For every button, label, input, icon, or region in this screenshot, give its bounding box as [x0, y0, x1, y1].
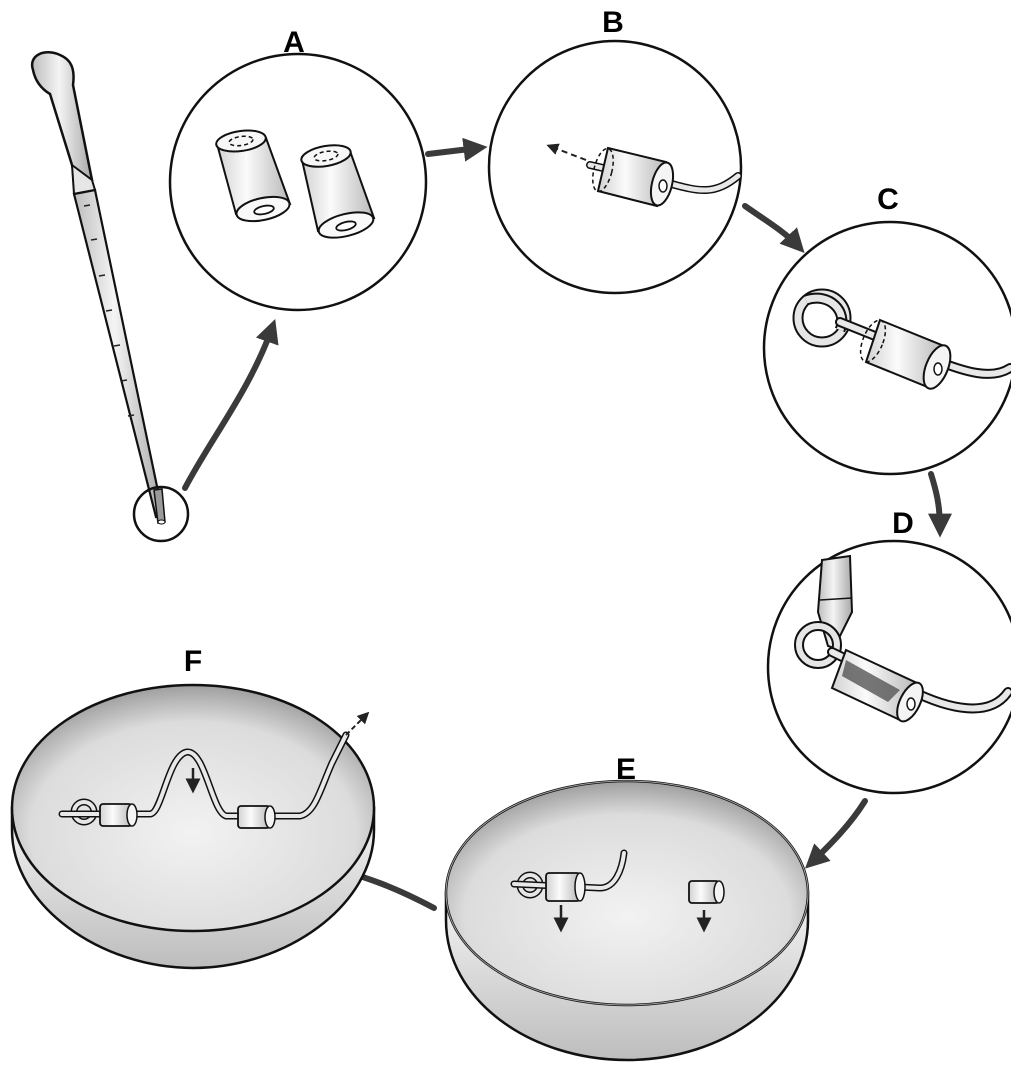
tubing-piece-left	[100, 804, 137, 826]
step-d-circle	[768, 541, 1011, 793]
step-f-label: F	[184, 645, 202, 678]
step-b: B	[489, 6, 741, 293]
pipette	[32, 52, 188, 541]
step-f: F	[12, 645, 374, 968]
pull-direction-arrow	[552, 147, 586, 160]
arrow-a-to-b	[428, 148, 478, 154]
petri-dish	[446, 781, 808, 1060]
petri-dish	[12, 685, 374, 968]
arrow-d-to-e	[812, 801, 865, 862]
step-c: C	[764, 183, 1011, 474]
step-a-circle	[170, 54, 426, 310]
pull-direction-arrow	[346, 716, 365, 735]
step-d: D	[768, 507, 1011, 793]
arrow-b-to-c	[745, 206, 798, 246]
step-c-label: C	[877, 183, 899, 216]
tubing-piece	[832, 650, 928, 725]
tubing-on-filament	[546, 873, 585, 901]
tubing-piece-right	[238, 806, 275, 828]
step-b-label: B	[602, 6, 624, 39]
loose-tubing-piece	[689, 881, 724, 903]
arrow-c-to-d	[931, 474, 940, 528]
arrow-pipette-to-a	[185, 328, 272, 488]
step-a: A	[170, 26, 426, 310]
step-d-label: D	[892, 507, 914, 540]
tubing-piece-right	[300, 142, 376, 243]
step-e: E	[446, 753, 808, 1060]
tubing-piece	[589, 146, 677, 207]
tubing-piece-left	[215, 128, 292, 226]
tubing-piece	[855, 317, 955, 393]
